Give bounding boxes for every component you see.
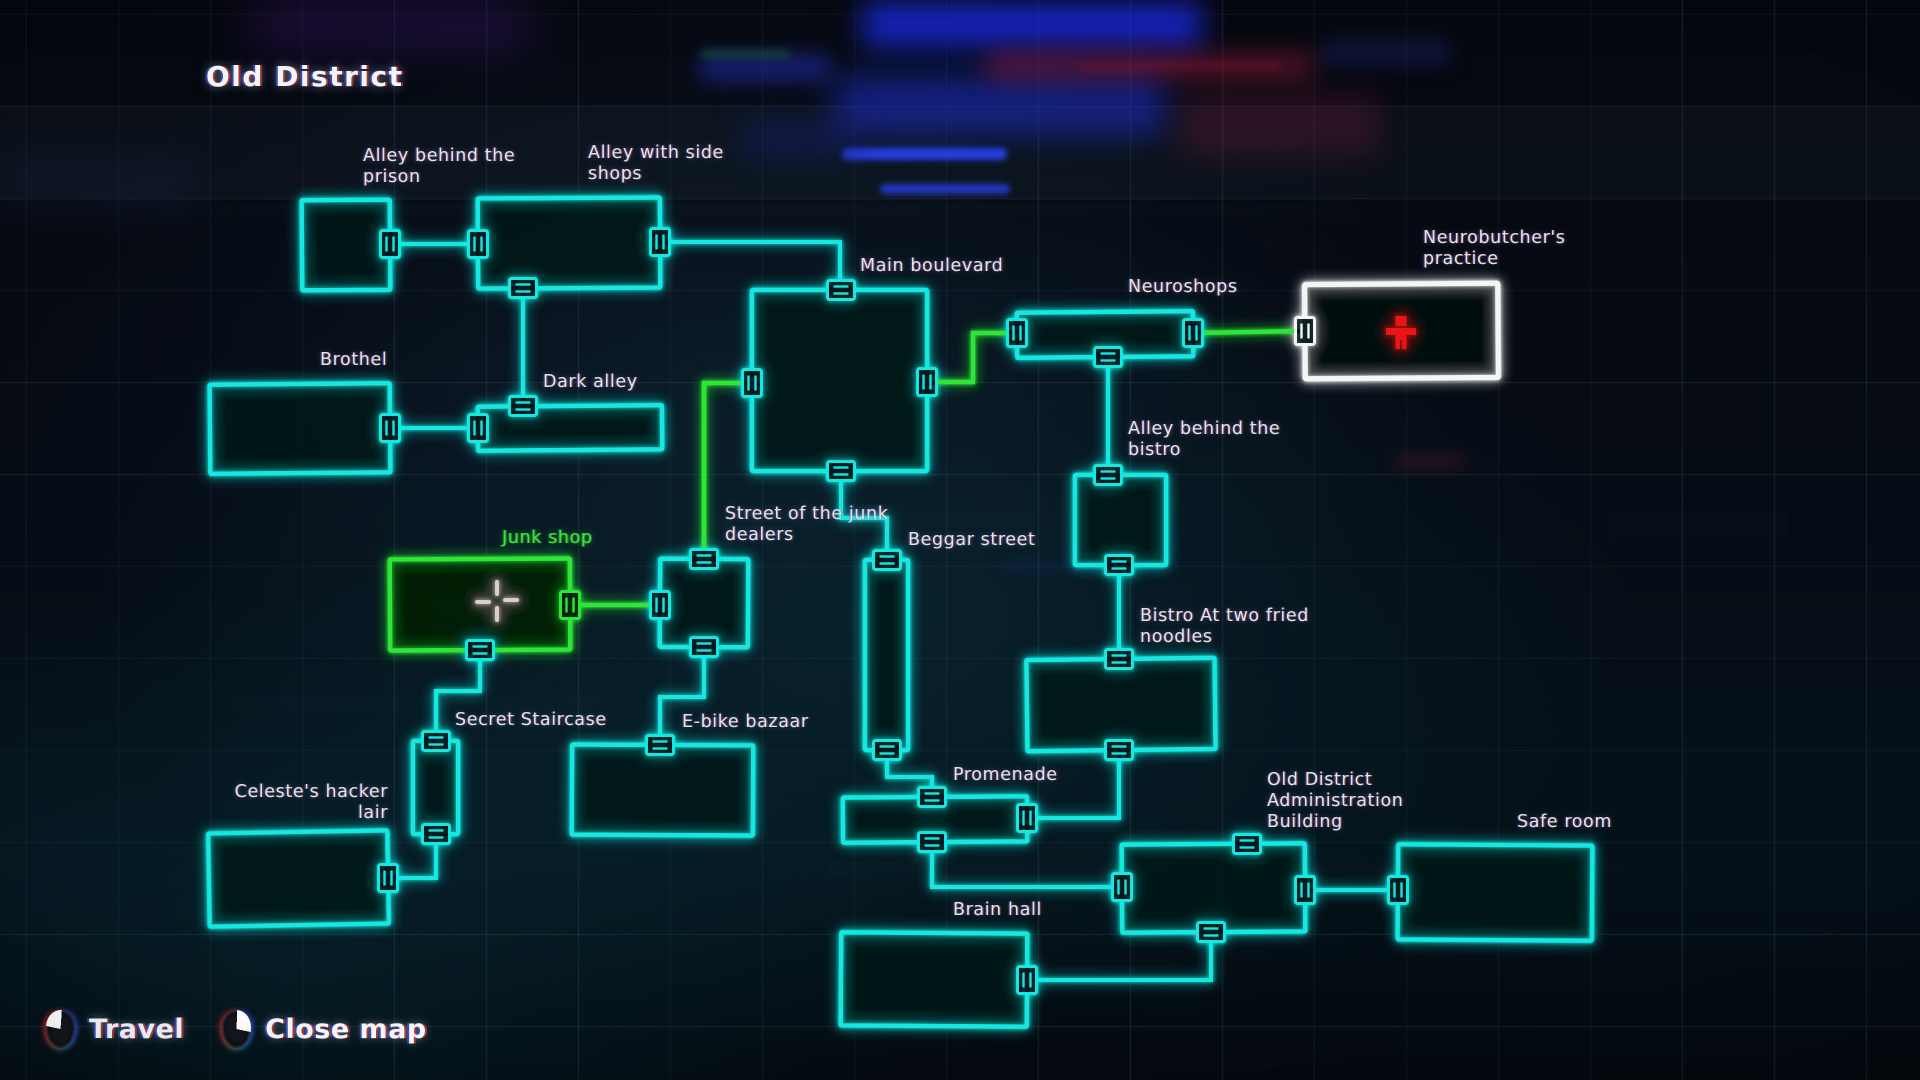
door <box>917 786 947 808</box>
door <box>649 227 671 257</box>
door <box>508 395 538 417</box>
door <box>917 831 947 853</box>
door <box>1232 833 1262 855</box>
route-line <box>701 380 752 559</box>
room-alley-bistro[interactable] <box>1072 472 1169 568</box>
door <box>689 636 719 658</box>
door <box>1104 554 1134 576</box>
room-alley-side-shops[interactable] <box>475 195 663 291</box>
travel-label: Travel <box>89 1013 185 1045</box>
door <box>1387 875 1409 905</box>
room-admin-building[interactable] <box>1119 841 1308 935</box>
close-map-label: Close map <box>265 1013 427 1045</box>
corridor-line <box>660 240 842 290</box>
door <box>1111 872 1133 902</box>
corridor-line <box>658 647 706 745</box>
door <box>377 863 399 893</box>
room-brothel[interactable] <box>207 380 393 477</box>
door <box>1093 346 1123 368</box>
corridor-line <box>839 471 889 560</box>
room-celeste-hacker-lair[interactable] <box>205 828 392 929</box>
door <box>1093 464 1123 486</box>
travel-button[interactable]: Travel <box>46 1010 184 1048</box>
door <box>1196 921 1226 943</box>
door <box>826 279 856 301</box>
room-dark-alley[interactable] <box>475 402 665 454</box>
room-alley-prison[interactable] <box>299 197 393 293</box>
close-map-button[interactable]: Close map <box>222 1010 427 1048</box>
door <box>559 590 581 620</box>
corridor-line <box>930 842 1122 889</box>
door <box>1182 318 1204 348</box>
room-brain-hall[interactable] <box>838 930 1030 1029</box>
footer-hints: Travel Close map <box>46 1010 427 1048</box>
corridor-line <box>434 650 482 741</box>
door <box>1006 318 1028 348</box>
door <box>1016 803 1038 833</box>
door <box>741 368 763 398</box>
room-ebike-bazaar[interactable] <box>569 742 756 838</box>
page-title: Old District <box>206 60 404 93</box>
door <box>1104 648 1134 670</box>
mouse-right-click-icon <box>222 1010 252 1048</box>
door <box>689 548 719 570</box>
door <box>379 413 401 443</box>
room-bistro[interactable] <box>1024 655 1218 754</box>
door <box>649 590 671 620</box>
room-beggar-street[interactable] <box>862 557 911 753</box>
door <box>872 739 902 761</box>
door <box>1294 316 1316 346</box>
room-junk-shop[interactable] <box>387 556 573 653</box>
route-line <box>927 330 1017 385</box>
door <box>1294 875 1316 905</box>
door <box>467 229 489 259</box>
door <box>465 639 495 661</box>
door <box>421 823 451 845</box>
corridor-line <box>1027 932 1213 982</box>
route-line <box>1192 328 1306 336</box>
door <box>1104 739 1134 761</box>
door <box>916 367 938 397</box>
door <box>826 460 856 482</box>
room-street-junk-dealers[interactable] <box>657 556 751 650</box>
door <box>872 549 902 571</box>
room-secret-staircase[interactable] <box>410 738 461 837</box>
room-safe-room[interactable] <box>1395 842 1595 943</box>
door <box>645 734 675 756</box>
door <box>1016 965 1038 995</box>
mouse-left-click-icon <box>46 1010 75 1048</box>
door <box>379 229 401 259</box>
room-main-boulevard[interactable] <box>749 287 930 474</box>
door <box>508 277 538 299</box>
door <box>467 413 489 443</box>
door <box>421 730 451 752</box>
